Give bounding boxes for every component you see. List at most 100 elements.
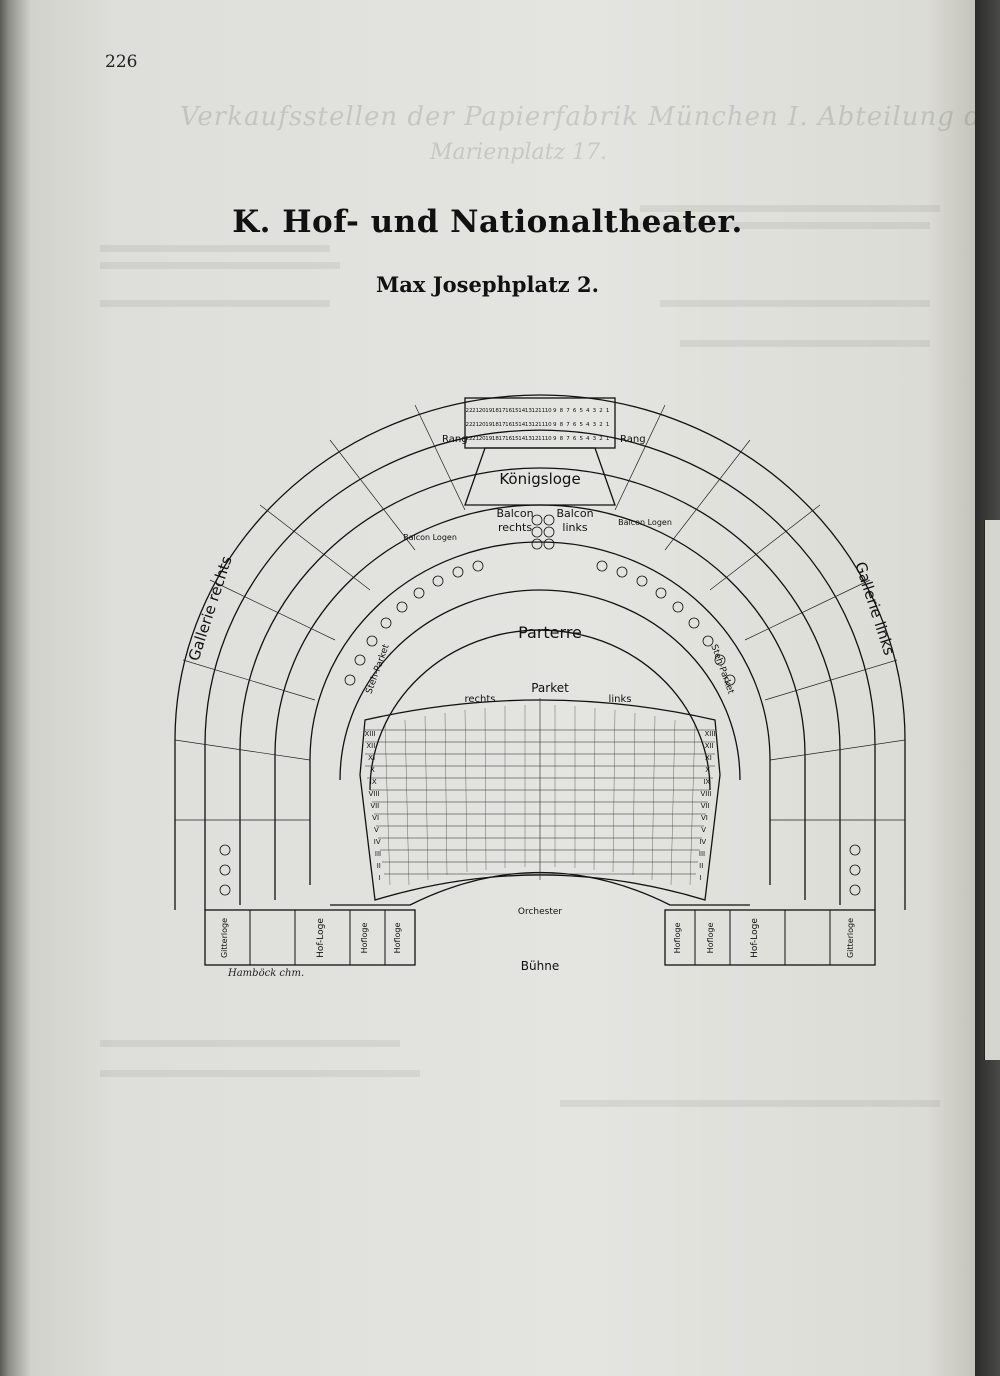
top-seat-number: 2 [599,436,603,442]
box-label-gitterloge-left: Gitterloge [220,918,229,958]
parket-label: Parket [531,681,569,695]
rang-ring-1 [309,541,771,885]
balcon-rechts-line2: rechts [498,521,532,534]
top-seat-number: 10 [545,408,552,414]
page-title: K. Hof- und Nationaltheater. [232,204,743,240]
top-seat-number: 16 [505,408,512,414]
parket-row-numeral: VII [701,802,710,810]
top-seat-number: 22 [466,408,473,414]
bleed-line [100,262,340,269]
top-seat-number: 5 [579,408,583,414]
top-seat-number: 17 [499,408,506,414]
top-seat-number: 11 [538,408,545,414]
top-seat-number: 6 [573,422,577,428]
top-seat-number: 8 [560,408,564,414]
top-seat-number: 1 [606,436,610,442]
balcon-links-line2: links [562,521,587,534]
balcon-ring [339,589,741,781]
buehne-label: Bühne [521,959,559,973]
top-seat-number: 4 [586,408,590,414]
top-seat-number: 5 [579,422,583,428]
parket-row-numeral: III [375,850,381,858]
parket-row-numeral: IX [370,778,377,786]
parket-rechts-label: rechts [464,694,495,705]
top-seat-number: 9 [553,422,557,428]
balcon-links-line1: Balcon [556,507,593,520]
top-seat-number: 19 [485,436,492,442]
top-seat-number: 12 [532,408,539,414]
bleed-line [100,1070,420,1077]
box-block-left [204,909,416,966]
parket-row-numeral: II [377,862,381,870]
box-label-hofloge-right-3: Hof-Loge [750,918,760,958]
top-seat-number: 22 [466,436,473,442]
parket-row-numeral: XI [705,754,712,762]
box-label-hofloge-right-1: Hofloge [673,923,682,954]
rang-label-right: Rang [620,434,646,445]
top-seat-number: 10 [545,436,552,442]
box-block-right [664,909,876,966]
parket-row-numeral: IV [374,838,381,846]
top-seat-number: 11 [538,422,545,428]
theater-seating-plan: Königsloge Balcon rechts Balcon links Ba… [174,394,906,973]
top-seat-number: 5 [579,436,583,442]
box-label-hofloge-right-2: Hofloge [706,923,715,954]
top-seat-number: 21 [472,408,479,414]
top-seat-number: 1 [606,408,610,414]
top-seat-number: 16 [505,422,512,428]
top-seat-number: 20 [479,422,486,428]
bleed-line [100,300,330,307]
top-seat-number: 11 [538,436,545,442]
top-seat-number: 7 [566,436,570,442]
top-seat-number: 12 [532,436,539,442]
stehparket-right: Steh-Parket [708,643,735,696]
top-seat-number: 7 [566,408,570,414]
top-seat-number: 15 [512,436,519,442]
parket-row-numeral: VIII [369,790,380,798]
balcon-logen-left: Balcon Logen [403,533,457,542]
bleed-line [660,300,930,307]
top-seat-number: 14 [518,422,525,428]
top-seat-number: 17 [499,422,506,428]
top-seat-number: 12 [532,422,539,428]
parket-row-numeral: X [705,766,710,774]
top-seat-number: 6 [573,408,577,414]
parket-row-numeral: III [699,850,705,858]
book-page: 226 Verkaufsstellen der Papierfabrik Mün… [0,0,975,1376]
bleed-through-subheading: Marienplatz 17. [430,140,608,165]
bleed-through-heading: Verkaufsstellen der Papierfabrik München… [180,102,975,132]
parterre-ring [369,629,711,791]
parket-row-numeral: X [370,766,375,774]
top-seat-number: 14 [518,436,525,442]
top-seat-number: 3 [593,436,597,442]
parket-row-numeral: XII [366,742,375,750]
top-seat-number: 1 [606,422,610,428]
parket-row-numeral: I [379,874,381,882]
parket-row-numeral: VI [701,814,708,822]
engraver-signature: Hamböck chm. [228,968,305,979]
parket-row-numeral: I [699,874,701,882]
koenigsloge-label: Königsloge [499,470,580,488]
top-seat-number: 2 [599,422,603,428]
orchester-label: Orchester [518,907,563,917]
balcon-logen-right: Balcon Logen [618,518,672,527]
parket-row-numeral: VII [370,802,379,810]
book-spine-shadow [0,0,30,1376]
top-seat-number: 8 [560,436,564,442]
top-seat-number: 17 [499,436,506,442]
bleed-line [100,1040,400,1047]
top-seat-block [464,397,616,449]
top-seat-number: 4 [586,422,590,428]
top-seat-number: 8 [560,422,564,428]
page-subtitle: Max Josephplatz 2. [376,272,599,297]
parket-row-numeral: II [699,862,703,870]
top-seat-number: 2 [599,408,603,414]
parket-links-label: links [609,694,632,705]
top-seat-number: 15 [512,408,519,414]
top-seat-number: 6 [573,436,577,442]
bleed-line [680,340,930,347]
top-seat-number: 13 [525,422,532,428]
top-seat-number: 14 [518,408,525,414]
